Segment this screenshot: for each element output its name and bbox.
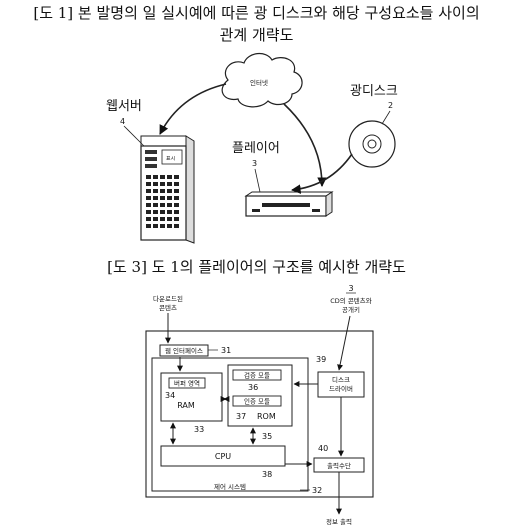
- cd-to-driver-arrow: [337, 315, 351, 371]
- output-means-label: 출력수단: [327, 461, 351, 470]
- cd-content-label-1: CD의 콘텐츠와: [330, 296, 372, 305]
- rom-label: ROM: [257, 412, 276, 421]
- downloaded-content-label-1: 다운로드된: [153, 294, 183, 303]
- player-ref-number: 3: [348, 284, 353, 293]
- output-means-number: 40: [318, 444, 328, 453]
- figure1-caption-line2: 관계 개략도: [219, 26, 294, 44]
- player-device-icon: [244, 191, 334, 217]
- decrypt-module-box: [232, 369, 282, 381]
- player-outer-box: [145, 330, 374, 498]
- internet-to-server-arrow: [159, 83, 227, 135]
- web-server-icon: 표시: [140, 135, 195, 244]
- web-interface-label: 웹 인터페이스: [165, 346, 203, 355]
- buffer-area-label: 버퍼 영역: [174, 379, 200, 388]
- optical-disc-icon: [348, 120, 396, 168]
- auth-module-number: 37: [236, 412, 246, 421]
- web-interface-box: [159, 344, 209, 357]
- web-server-number: 4: [120, 117, 125, 126]
- rom-box-number: 35: [262, 432, 272, 441]
- web-interface-number: 31: [221, 346, 231, 355]
- figure1-caption-line1: [도 1] 본 발명의 일 실시예에 따른 광 디스크와 해당 구성요소들 사이…: [33, 4, 480, 22]
- ram-label: RAM: [177, 401, 195, 410]
- cpu-number: 38: [262, 470, 272, 479]
- cpu-box: [160, 445, 286, 467]
- decrypt-module-label: 검증 모듈: [244, 372, 270, 380]
- internet-cloud: 인터넷: [221, 53, 303, 108]
- ram-box-number: 33: [194, 425, 204, 434]
- player-number: 3: [252, 159, 257, 168]
- control-system-box: [151, 357, 309, 492]
- player-label: 플레이어: [232, 141, 280, 156]
- decrypt-module-number: 36: [248, 383, 258, 392]
- disc-label: 광디스크: [350, 84, 398, 99]
- disc-to-player-arrow: [291, 153, 353, 194]
- ram-number: 34: [165, 391, 175, 400]
- auth-module-label: 인증 모듈: [244, 397, 270, 406]
- internet-to-player-arrow: [283, 103, 327, 187]
- cpu-label: CPU: [215, 452, 231, 461]
- control-system-number: 32: [312, 486, 322, 495]
- web-server-label: 웹서버: [106, 99, 142, 114]
- buffer-area-box: [168, 377, 206, 389]
- control-system-label: 제어 시스템: [214, 482, 246, 491]
- disc-driver-number: 39: [316, 355, 326, 364]
- info-output-label: 정보 출력: [326, 517, 352, 526]
- figure3-caption: [도 3] 도 1의 플레이어의 구조를 예시한 개략도: [107, 258, 406, 276]
- disc-leader: [381, 110, 391, 125]
- internet-label: 인터넷: [250, 78, 268, 87]
- player-leader: [254, 168, 261, 193]
- cd-content-label-2: 공개키: [342, 305, 360, 314]
- auth-module-box: [232, 395, 282, 407]
- disc-driver-label-2: 드라이버: [329, 384, 353, 393]
- server-screen-text: 표시: [166, 156, 175, 162]
- disc-driver-label-1: 디스크: [332, 375, 350, 384]
- disc-number: 2: [388, 101, 393, 110]
- downloaded-content-label-2: 콘텐츠: [159, 303, 177, 312]
- web-server-leader: [123, 125, 145, 147]
